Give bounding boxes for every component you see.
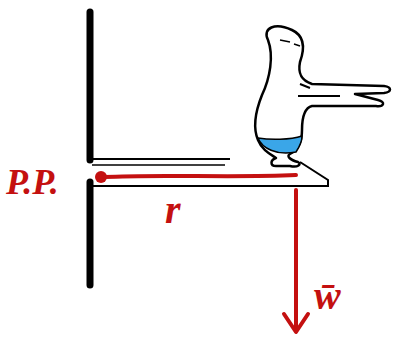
person-figure — [255, 26, 390, 166]
radius-label: r — [165, 190, 181, 230]
wall — [87, 182, 94, 285]
weight-arrowhead — [284, 314, 308, 332]
wall — [87, 12, 94, 160]
pivot-label: P.P. — [6, 164, 59, 200]
radius-line — [104, 175, 296, 177]
weight-arrow — [294, 190, 298, 330]
diving-board — [92, 164, 225, 166]
swim-trunks — [258, 136, 302, 153]
arm-line — [298, 84, 340, 96]
closed-eyes — [280, 40, 300, 46]
weight-label: w̄ — [314, 276, 341, 316]
